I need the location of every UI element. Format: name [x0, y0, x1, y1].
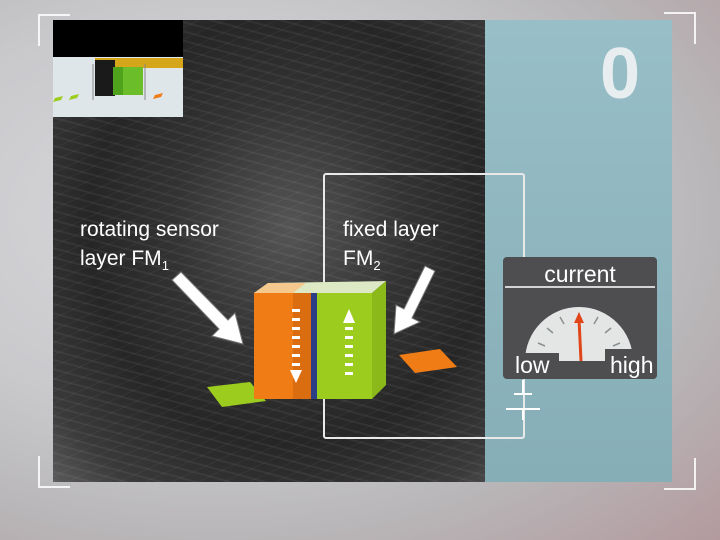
thumbnail-dark-band	[53, 20, 183, 57]
gauge-icon	[505, 286, 657, 379]
separator-strip	[311, 293, 317, 399]
meter-title: current	[544, 261, 616, 287]
floor-tile-orange	[399, 349, 457, 373]
side-panel	[485, 20, 672, 482]
corner-bracket	[38, 456, 70, 488]
label-line: FM	[343, 247, 374, 270]
green-layer-arrow	[343, 309, 355, 375]
green-layer-face	[317, 293, 372, 399]
corner-bracket	[38, 14, 70, 46]
corner-bracket	[664, 12, 696, 44]
arrow-icon	[171, 271, 244, 345]
floor-tile-green	[207, 382, 266, 407]
label-subscript: 2	[373, 258, 381, 274]
meter-high-label: high	[610, 352, 654, 378]
corner-bracket	[664, 458, 696, 490]
main-visual-panel	[53, 20, 485, 482]
label-line: fixed layer	[343, 218, 439, 241]
thumbnail-sensor-icon	[53, 58, 183, 102]
battery-icon	[506, 380, 540, 420]
label-line: layer FM	[80, 247, 162, 270]
green-layer-side	[372, 281, 386, 399]
label-line: rotating sensor	[80, 218, 219, 241]
orange-layer-top	[254, 283, 306, 293]
current-meter: current low high	[503, 257, 657, 379]
orange-layer-face	[254, 293, 293, 399]
thumbnail-preview	[53, 20, 183, 117]
step-counter: 0	[599, 34, 641, 114]
arrow-icon	[393, 265, 436, 335]
label-fixed-layer: fixed layer FM2	[343, 215, 439, 280]
meter-low-label: low	[515, 352, 550, 378]
label-rotating-sensor-layer: rotating sensor layer FM1	[80, 215, 219, 280]
label-subscript: 1	[161, 258, 169, 274]
orange-layer-arrow	[290, 309, 302, 383]
